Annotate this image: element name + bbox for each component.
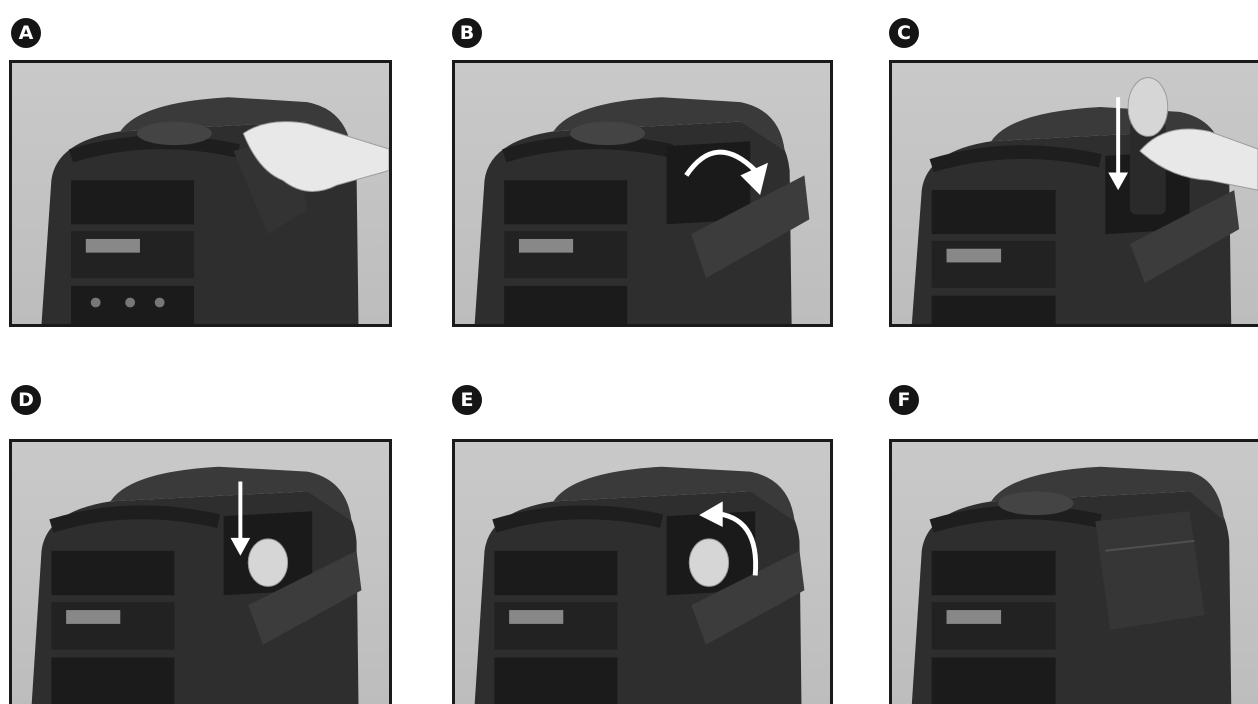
step-badge-f: F [889, 385, 919, 415]
speaker-illustration [12, 442, 389, 704]
step-badge-d: D [11, 385, 41, 415]
speaker-illustration [455, 442, 830, 704]
speaker-illustration [12, 63, 389, 324]
step-photo-f [889, 439, 1258, 704]
speaker-illustration [892, 63, 1258, 324]
step-photo-d [9, 439, 392, 704]
step-photo-a [9, 60, 392, 327]
step-badge-c: C [889, 18, 919, 48]
step-badge-a: A [11, 18, 41, 48]
step-badge-b: B [452, 18, 482, 48]
speaker-illustration [892, 442, 1258, 704]
step-badge-e: E [452, 385, 482, 415]
speaker-illustration [455, 63, 830, 324]
step-photo-c [889, 60, 1258, 327]
step-photo-e [452, 439, 833, 704]
step-photo-b [452, 60, 833, 327]
